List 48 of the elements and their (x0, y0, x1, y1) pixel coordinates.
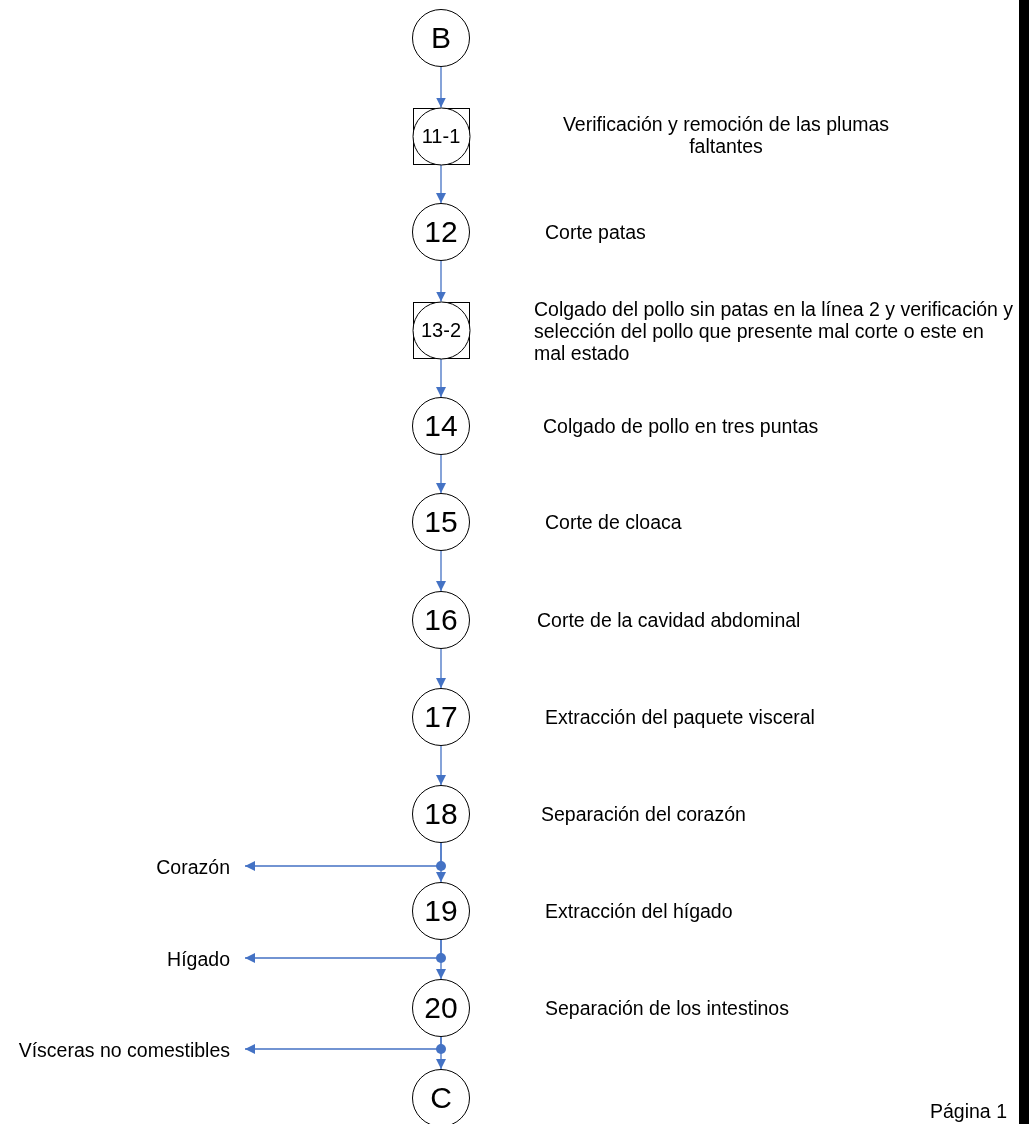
arrow (244, 939, 446, 963)
step-description: Corte patas (545, 221, 647, 243)
step-number: 12 (424, 217, 458, 247)
arrow (436, 357, 446, 398)
inspection-operation-symbol (412, 107, 470, 165)
step-number: 16 (424, 605, 458, 635)
step-number: 13-2 (421, 320, 461, 340)
step-number: 19 (424, 896, 458, 926)
step-description: Separación de los intestinos (545, 997, 790, 1019)
process-circle (412, 979, 470, 1037)
process-circle (412, 785, 470, 843)
step-number: 11-1 (421, 126, 461, 146)
step-number: B (431, 23, 451, 53)
arrow (436, 454, 446, 494)
output-label: Vísceras no comestibles (0, 1039, 245, 1061)
inspection-operation-symbol (412, 301, 470, 359)
arrow (436, 550, 446, 592)
process-circle (412, 203, 470, 261)
arrow (244, 842, 446, 871)
arrow (436, 260, 446, 303)
output-label: Corazón (0, 856, 245, 878)
step-number: 18 (424, 799, 458, 829)
process-circle (412, 397, 470, 455)
step-number: 14 (424, 411, 458, 441)
step-description: Colgado de pollo en tres puntas (543, 415, 820, 437)
step-description: Separación del corazón (541, 803, 747, 825)
arrow (436, 648, 446, 689)
step-description: Corte de cloaca (545, 511, 683, 533)
step-description: Colgado del pollo sin patas en la línea 2 y verificación y selección del pollo que presente mal corte o este en mal estado (534, 298, 1015, 364)
process-circle (412, 591, 470, 649)
arrow (436, 745, 446, 786)
arrow (436, 163, 446, 204)
step-description: Corte de la cavidad abdominal (537, 609, 802, 631)
process-circle (412, 688, 470, 746)
process-circle (412, 9, 470, 67)
step-number: 15 (424, 507, 458, 537)
process-circle (412, 493, 470, 551)
process-circle (412, 882, 470, 940)
step-number: C (430, 1083, 452, 1113)
step-description: Extracción del paquete visceral (545, 706, 816, 728)
step-number: 20 (424, 993, 458, 1023)
step-description: Verificación y remoción de las plumas faltantes (561, 113, 891, 157)
output-label: Hígado (0, 948, 245, 970)
arrow (244, 1036, 446, 1054)
step-number: 17 (424, 702, 458, 732)
page-number: Página 1 (930, 1100, 1007, 1123)
arrow (436, 66, 446, 109)
step-description: Extracción del hígado (545, 900, 734, 922)
